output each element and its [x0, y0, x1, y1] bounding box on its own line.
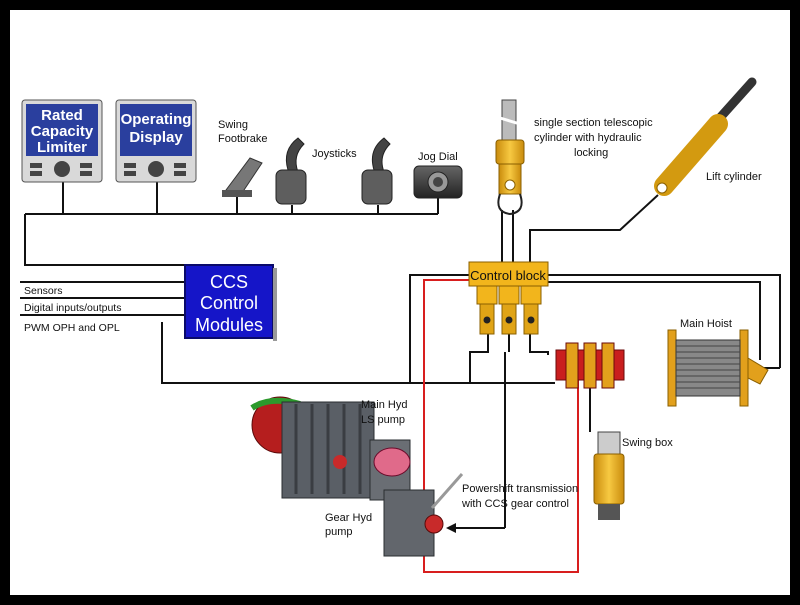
swing-footbrake-label-line1: Swing [218, 119, 248, 131]
powershift-label-line1: Powershift transmission [462, 483, 578, 495]
transmission-housing [383, 489, 435, 557]
control-block[interactable]: Control block [468, 261, 549, 335]
main-pump-label-line1: Main Hyd [361, 399, 407, 411]
opd-title-line1: Operating [121, 111, 192, 128]
ccs-control-modules[interactable]: CCS Control Modules [184, 264, 277, 341]
jog-dial-label: Jog Dial [418, 151, 458, 163]
rcl-title-line1: Rated [41, 107, 83, 124]
lift-cylinder-icon [654, 77, 757, 196]
swing-box-icon [593, 431, 625, 520]
lift-cylinder-label: Lift cylinder [706, 171, 762, 183]
opd-title-line2: Display [129, 129, 183, 146]
digital-io-label: Digital inputs/outputs [24, 302, 121, 314]
main-pump-label-line2: LS pump [361, 414, 405, 426]
rcl-title-line2: Capacity [31, 123, 94, 140]
ccs-module-shadow [273, 268, 277, 341]
joystick-left-icon [275, 137, 307, 205]
gear-pump-label-line1: Gear Hyd [325, 512, 372, 524]
telescopic-label-line2: cylinder with hydraulic [534, 132, 642, 144]
swing-footbrake-pedal-icon [222, 157, 263, 197]
rcl-title-line3: Limiter [37, 139, 87, 156]
rated-capacity-limiter[interactable]: Rated Capacity Limiter [21, 99, 103, 183]
control-block-label: Control block [470, 268, 546, 283]
telescopic-label-line1: single section telescopic [534, 117, 653, 129]
main-hoist-label: Main Hoist [680, 318, 732, 330]
main-hyd-pump [373, 447, 411, 477]
telescopic-label-line3: locking [574, 147, 608, 159]
ccs-title-line3: Modules [195, 315, 263, 335]
ccs-title-line2: Control [200, 293, 258, 313]
control-wiring [20, 182, 781, 500]
powershift-label-line2: with CCS gear control [461, 498, 569, 510]
ccs-title-line1: CCS [210, 272, 248, 292]
joysticks-label: Joysticks [312, 148, 357, 160]
rcl-screen [26, 104, 98, 156]
swing-footbrake-label-line2: Footbrake [218, 133, 268, 145]
engine-with-pumps-icon [250, 396, 464, 557]
sensors-label: Sensors [24, 285, 63, 297]
control-valves-icon [476, 285, 542, 335]
swing-valve-block-icon [555, 342, 625, 389]
gear-pump-label-line2: pump [325, 526, 353, 538]
rcl-keypad [30, 161, 92, 177]
jog-dial-icon [413, 165, 463, 199]
main-hoist-drum-icon [667, 329, 769, 407]
pwm-label: PWM OPH and OPL [24, 322, 120, 334]
swing-box-label: Swing box [622, 437, 673, 449]
opd-keypad [124, 161, 186, 177]
gear-pump-arrow-icon [446, 500, 506, 533]
joystick-right-icon [361, 137, 393, 205]
hydraulic-line-red [423, 279, 579, 573]
opd-screen [120, 104, 192, 156]
operating-display[interactable]: Operating Display [115, 99, 197, 183]
gear-hyd-pump [424, 514, 444, 534]
telescopic-cylinder-icon [495, 99, 525, 216]
